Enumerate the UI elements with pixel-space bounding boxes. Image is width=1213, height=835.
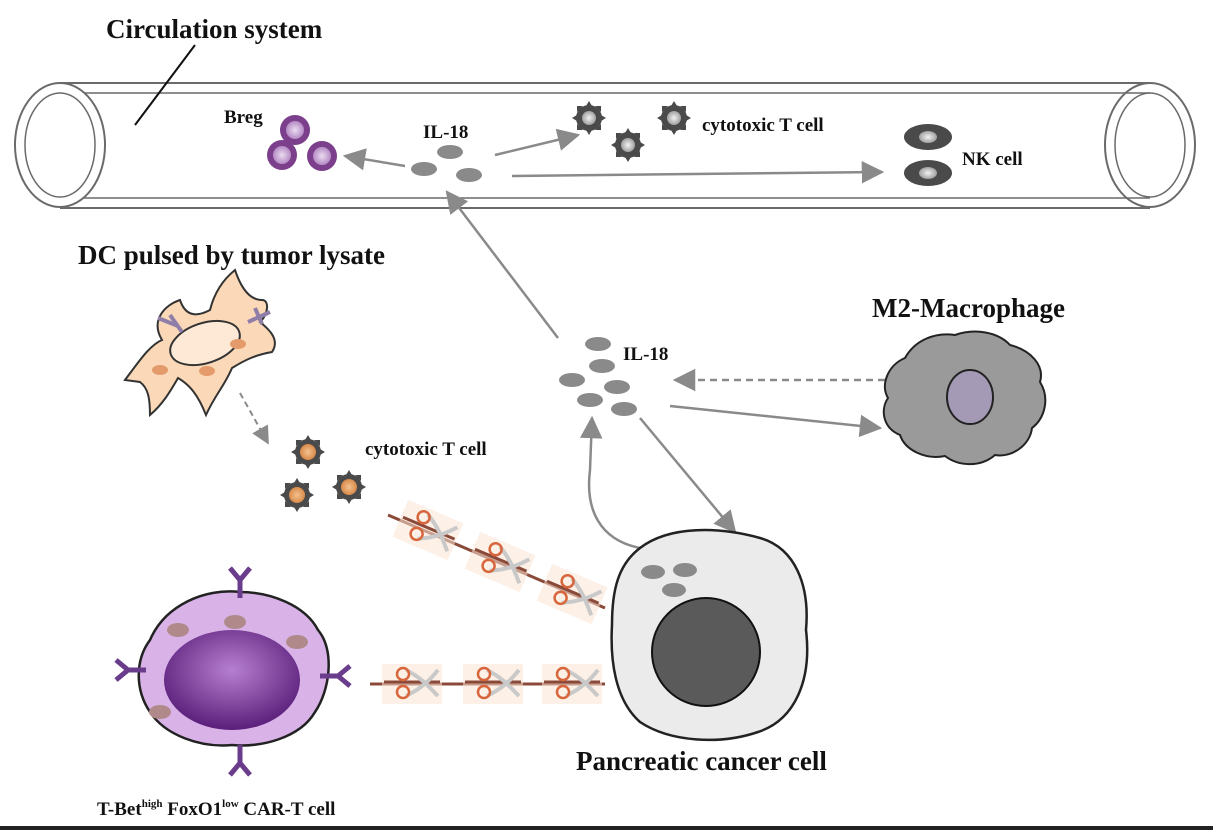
dendritic-cell — [123, 268, 276, 418]
pancreatic-cancer-cell — [610, 528, 809, 742]
il18-center-label: IL-18 — [623, 344, 668, 365]
il18-top-arrows — [342, 128, 885, 184]
il18-center-cluster — [559, 337, 637, 416]
dc-to-tcell-arrow — [239, 392, 269, 445]
cytotoxic-t-mid-label: cytotoxic T cell — [365, 439, 487, 460]
m2-macrophage-label: M2-Macrophage — [872, 293, 1065, 323]
car-t-cell — [116, 568, 350, 775]
circulation-pointer-line — [134, 44, 196, 126]
m2-macrophage — [882, 330, 1047, 466]
pancreatic-cancer-cell-label: Pancreatic cancer cell — [576, 746, 827, 776]
dc-pulsed-label: DC pulsed by tumor lysate — [78, 240, 385, 270]
breg-label: Breg — [224, 107, 263, 128]
il18-center-arrows — [445, 190, 885, 550]
cytotoxic-t-top-label: cytotoxic T cell — [702, 115, 824, 136]
car-t-cell-label: T-Bethigh FoxO1low CAR-T cell — [97, 798, 335, 820]
il18-top-cluster — [411, 145, 482, 182]
breg-cells — [267, 115, 337, 171]
blood-vessel — [14, 44, 1196, 209]
il18-top-label: IL-18 — [423, 122, 468, 143]
cytotoxic-t-cells-top — [572, 101, 691, 162]
circulation-system-label: Circulation system — [106, 14, 323, 44]
scissors-chain-lower — [370, 662, 605, 706]
nk-cell-label: NK cell — [962, 149, 1023, 170]
nk-cells — [904, 124, 952, 186]
scissors-chain-upper — [387, 500, 607, 624]
bottom-border — [0, 826, 1213, 830]
cytotoxic-t-cells-mid — [280, 435, 366, 512]
